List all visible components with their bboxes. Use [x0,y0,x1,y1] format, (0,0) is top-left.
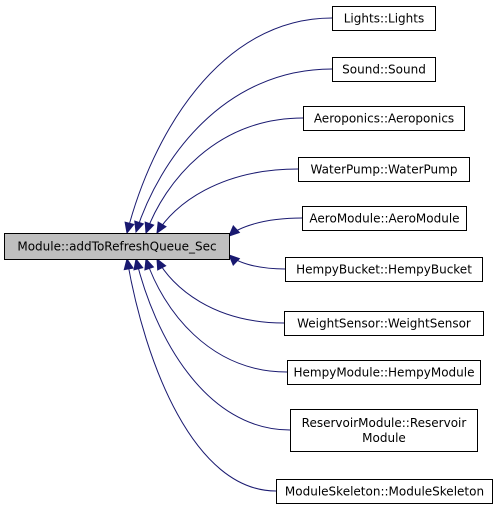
caller-node-box [303,106,465,131]
caller-node-label: ReservoirModule::Reservoir [302,416,467,430]
caller-node-aeromodule[interactable]: AeroModule::AeroModule [302,206,467,231]
caller-node-label: Sound::Sound [342,63,426,77]
edge-aeromodule [228,217,303,237]
caller-node-waterpump[interactable]: WaterPump::WaterPump [298,157,470,182]
edge-sound [135,68,333,233]
caller-node-lights[interactable]: Lights::Lights [332,6,436,31]
edges [123,17,333,492]
caller-node-label: HempyModule::HempyModule [294,366,475,380]
caller-node-box [290,409,478,452]
caller-node-label: WaterPump::WaterPump [311,163,458,177]
caller-node-label: ModuleSkeleton::ModuleSkeleton [285,485,484,499]
caller-node-box [298,157,470,182]
caller-node-label: Lights::Lights [344,12,424,26]
root-node-box [4,233,230,260]
arrowhead-waterpump [156,221,167,235]
caller-node-aeroponics[interactable]: Aeroponics::Aeroponics [303,106,465,131]
caller-node-label: WeightSensor::WeightSensor [297,317,471,331]
caller-node-moduleskeleton[interactable]: ModuleSkeleton::ModuleSkeleton [276,479,493,504]
edge-weightsensor [156,258,285,324]
caller-node-label: Module [362,431,406,445]
arrowhead-hempybucket [228,254,241,267]
caller-node-box [285,257,483,282]
caller-node-box [284,311,484,336]
edge-hempymodule [145,258,288,373]
arrowhead-hempymodule [144,257,155,271]
arrowhead-moduleskeleton [123,257,134,271]
arrowhead-weightsensor [156,257,167,271]
caller-node-hempybucket[interactable]: HempyBucket::HempyBucket [285,257,483,282]
caller-node-box [302,206,467,231]
caller-node-weightsensor[interactable]: WeightSensor::WeightSensor [284,311,484,336]
arrowhead-reservoirmodule [133,257,144,271]
caller-node-box [332,6,436,31]
arrowhead-sound [134,220,145,234]
edge-aeroponics [145,117,304,234]
arrowhead-aeroponics [144,221,155,235]
caller-node-sound[interactable]: Sound::Sound [332,57,436,82]
nodes: Module::addToRefreshQueue_Sec Lights::Lig… [4,6,493,504]
edge-reservoirmodule [135,258,291,431]
edge-hempybucket [228,254,286,270]
caller-node-label: AeroModule::AeroModule [309,212,459,226]
root-node-label: Module::addToRefreshQueue_Sec [17,240,216,254]
caller-node-hempymodule[interactable]: HempyModule::HempyModule [287,360,481,385]
caller-node-box [332,57,436,82]
caller-node-label: HempyBucket::HempyBucket [296,263,472,277]
arrowhead-aeromodule [228,224,241,237]
edge-moduleskeleton [126,258,277,492]
root-node[interactable]: Module::addToRefreshQueue_Sec [4,233,230,260]
caller-node-box [276,479,493,504]
edge-waterpump [156,168,299,234]
caller-node-label: Aeroponics::Aeroponics [314,112,454,126]
caller-node-reservoirmodule[interactable]: ReservoirModule::ReservoirModule [290,409,478,452]
edge-lights [126,17,333,234]
caller-node-box [287,360,481,385]
arrowhead-lights [124,221,135,235]
